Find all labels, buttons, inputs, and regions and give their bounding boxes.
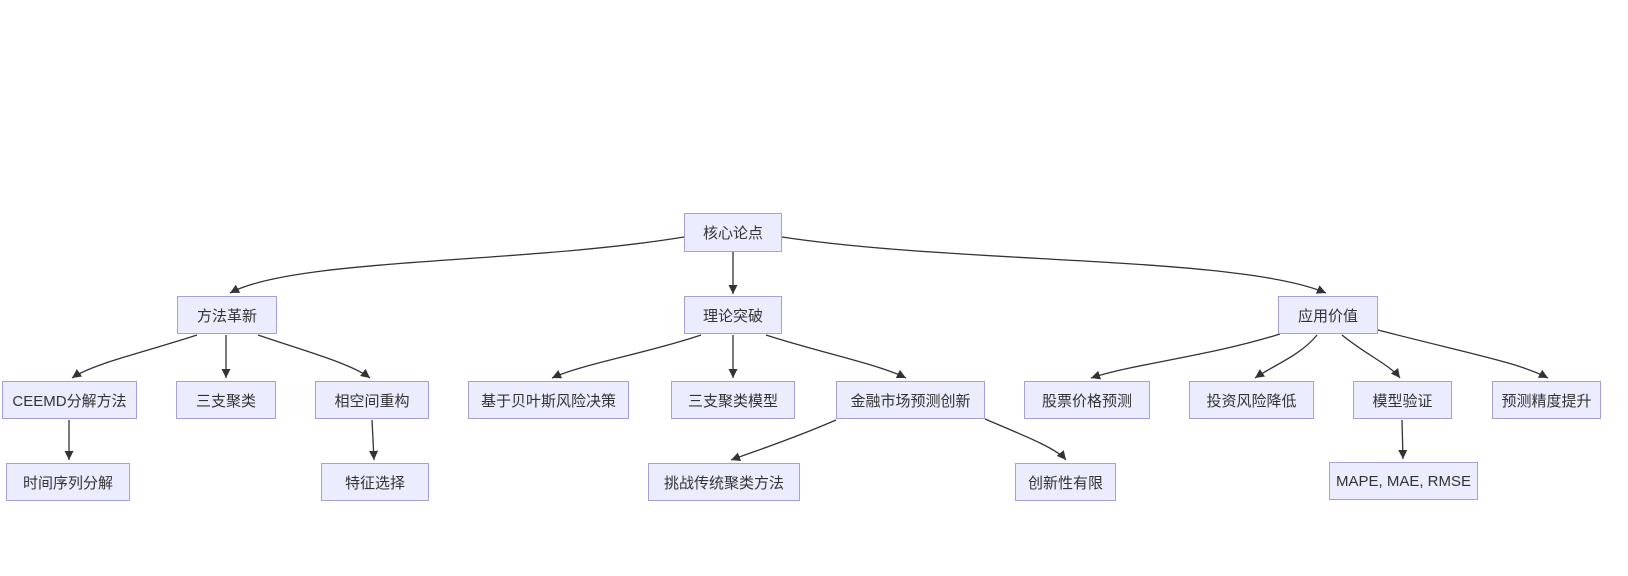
node-root: 核心论点	[684, 213, 782, 252]
node-theory-breakthrough: 理论突破	[684, 296, 782, 334]
edge-model-validation-to-metrics	[1398, 419, 1408, 460]
node-time-series-decomposition: 时间序列分解	[6, 463, 130, 501]
node-ceemd-decomposition: CEEMD分解方法	[2, 381, 137, 419]
node-challenge-traditional-clustering: 挑战传统聚类方法	[648, 463, 800, 501]
node-three-way-clustering: 三支聚类	[176, 381, 276, 419]
node-bayesian-risk-decision: 基于贝叶斯风险决策	[468, 381, 629, 419]
node-method-innovation: 方法革新	[177, 296, 277, 334]
node-feature-selection: 特征选择	[321, 463, 429, 501]
node-financial-market-innovation: 金融市场预测创新	[836, 381, 985, 419]
node-limited-novelty: 创新性有限	[1015, 463, 1116, 501]
edge-application-to-stock-prediction	[1090, 333, 1281, 380]
node-phase-space-reconstruction: 相空间重构	[315, 381, 429, 419]
node-investment-risk-reduction: 投资风险降低	[1189, 381, 1314, 419]
node-prediction-accuracy: 预测精度提升	[1492, 381, 1601, 419]
node-model-validation: 模型验证	[1353, 381, 1452, 419]
node-three-way-clustering-model: 三支聚类模型	[671, 381, 795, 419]
edge-theory-to-bayesian	[551, 334, 702, 379]
edge-application-to-prediction-accuracy	[1377, 329, 1549, 379]
edge-application-to-risk-reduction	[1254, 334, 1318, 379]
edge-root-to-method-innovation	[229, 236, 685, 294]
edge-theory-to-financial-innovation	[765, 334, 907, 379]
edge-financial-to-limited-novelty	[984, 418, 1067, 461]
edge-phase-space-to-feature-selection	[369, 419, 379, 461]
node-application-value: 应用价值	[1278, 296, 1378, 334]
edge-root-to-application-value	[781, 236, 1327, 294]
node-metrics: MAPE, MAE, RMSE	[1329, 462, 1478, 500]
edge-method-to-phase-space	[257, 334, 371, 379]
node-stock-price-prediction: 股票价格预测	[1024, 381, 1150, 419]
edge-financial-to-challenge-traditional	[730, 419, 837, 462]
edge-application-to-model-validation	[1341, 334, 1401, 379]
edge-method-to-ceemd	[71, 334, 198, 379]
